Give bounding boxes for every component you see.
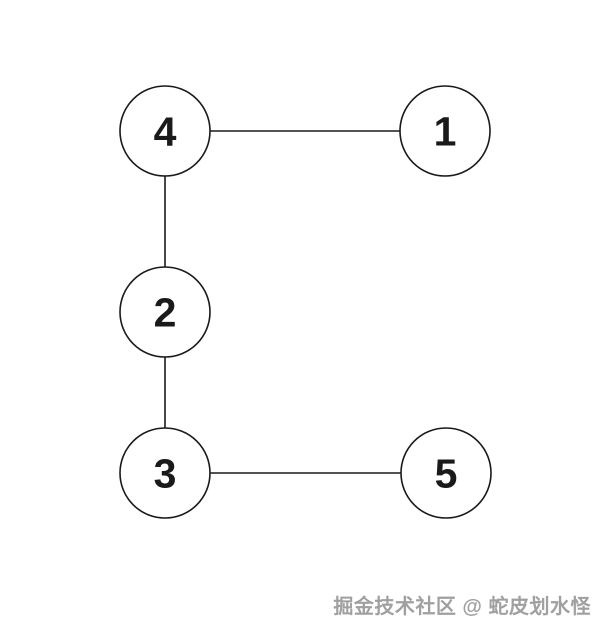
node-circle-2 <box>119 266 211 358</box>
watermark-text: 掘金技术社区 @ 蛇皮划水怪 <box>333 596 591 618</box>
node-circle-5 <box>400 427 492 519</box>
node-label-5: 5 <box>435 451 458 497</box>
node-4: 4 <box>119 85 211 177</box>
node-2: 2 <box>119 266 211 358</box>
node-label-2: 2 <box>154 290 177 336</box>
node-label-4: 4 <box>154 109 177 155</box>
node-circle-3 <box>119 427 211 519</box>
node-5: 5 <box>400 427 492 519</box>
node-circle-4 <box>119 85 211 177</box>
node-1: 1 <box>399 85 491 177</box>
node-label-1: 1 <box>434 109 457 155</box>
node-3: 3 <box>119 427 211 519</box>
node-circle-1 <box>399 85 491 177</box>
node-label-3: 3 <box>154 451 177 497</box>
